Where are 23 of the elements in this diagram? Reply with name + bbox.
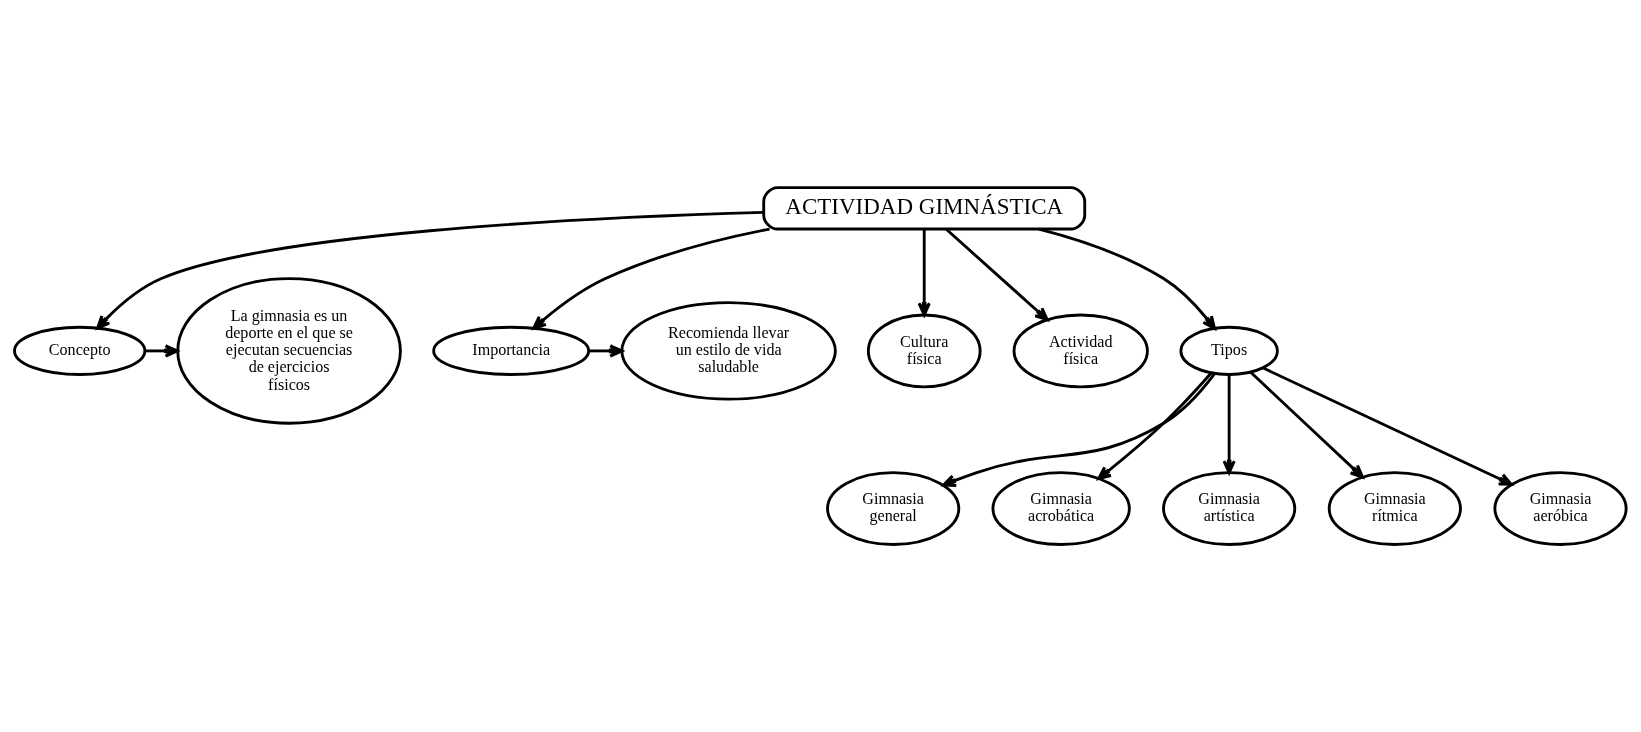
- node-ellipse: Actividad física: [1012, 313, 1149, 389]
- arrow: [1262, 366, 1513, 486]
- node-ellipse: La gimnasia es un deporte en el que se ejecutan secuencias de ejercicios físicos: [176, 277, 402, 425]
- arrow: [1249, 371, 1364, 479]
- arrow: [945, 228, 1049, 322]
- node-ellipse: Gimnasia acrobática: [991, 471, 1131, 546]
- arrow: [588, 344, 624, 358]
- arrow: [145, 344, 179, 358]
- arrow: [942, 372, 1216, 488]
- arrow: [1038, 227, 1216, 330]
- node-ellipse: Gimnasia rítmica: [1327, 471, 1462, 546]
- node-ellipse: Cultura física: [866, 313, 982, 389]
- node-ellipse: Recomienda llevar un estilo de vida saludable: [620, 301, 837, 401]
- arrow: [1097, 372, 1213, 481]
- node-ellipse: Importancia: [432, 325, 591, 376]
- node-box: ACTIVIDAD GIMNÁSTICA: [762, 186, 1087, 231]
- node-ellipse: Gimnasia artística: [1162, 471, 1297, 546]
- node-ellipse: Tipos: [1179, 325, 1279, 376]
- arrow: [96, 211, 764, 330]
- node-ellipse: Concepto: [13, 325, 147, 376]
- arrow: [917, 229, 931, 317]
- arrow: [532, 227, 770, 330]
- arrow: [1222, 374, 1236, 475]
